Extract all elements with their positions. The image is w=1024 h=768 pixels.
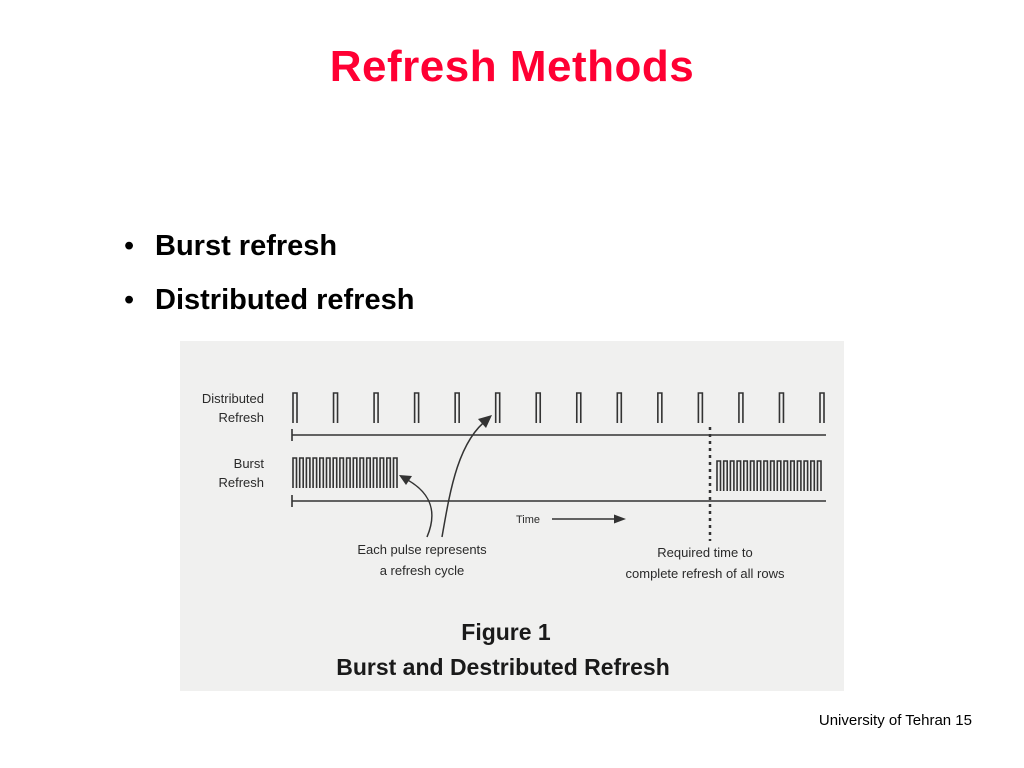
distributed-pulse	[413, 392, 420, 423]
burst-pulse	[386, 457, 392, 488]
time-arrowhead-icon	[614, 514, 626, 524]
burst-pulse	[365, 457, 371, 488]
required-note-line2: complete refresh of all rows	[626, 566, 785, 581]
bullet-item: • Distributed refresh	[124, 280, 414, 334]
figure-number: Figure 1	[461, 619, 551, 645]
distributed-pulse	[575, 392, 582, 423]
burst-pulse	[743, 460, 749, 491]
burst-pulse	[372, 457, 378, 488]
burst-pulse	[325, 457, 331, 488]
bullet-list: • Burst refresh • Distributed refresh	[124, 226, 414, 334]
burst-pulse	[729, 460, 735, 491]
burst-pointer-arrow	[401, 476, 433, 538]
distributed-pulse	[738, 392, 744, 423]
slide-title: Refresh Methods	[329, 42, 695, 91]
burst-pulse	[722, 460, 728, 491]
distributed-pulse	[697, 392, 704, 423]
burst-pulse	[716, 460, 722, 491]
refresh-timing-figure: Distributed Refresh Burst Refresh Time E…	[180, 341, 844, 691]
distributed-pulse-train	[292, 392, 825, 423]
bullet-item: • Burst refresh	[124, 226, 414, 280]
burst-pulse	[359, 457, 365, 488]
burst-label-line2: Refresh	[218, 475, 264, 490]
bullet-text: Distributed refresh	[155, 284, 415, 316]
required-note-line1: Required time to	[657, 545, 752, 560]
pulse-note-line2: a refresh cycle	[380, 563, 465, 578]
distributed-pointer-arrow	[441, 418, 489, 538]
burst-pulse	[312, 457, 318, 488]
distributed-pulse	[494, 392, 501, 423]
pulse-note-line1: Each pulse represents	[357, 542, 487, 557]
burst-pulse	[769, 460, 775, 491]
distributed-pulse	[819, 392, 825, 423]
burst-pulse	[298, 457, 304, 488]
burst-pulse	[736, 460, 742, 491]
burst-pulse	[803, 460, 809, 491]
distributed-pulse	[535, 392, 542, 423]
burst-label-line1: Burst	[234, 456, 265, 471]
distributed-label-line1: Distributed	[202, 391, 264, 406]
burst-pulse	[332, 457, 338, 488]
burst-pulse	[392, 457, 398, 488]
distributed-pulse	[616, 392, 623, 423]
distributed-label-line2: Refresh	[218, 410, 264, 425]
burst-pulse	[379, 457, 385, 488]
bullet-icon: •	[124, 284, 135, 316]
distributed-pointer-arrowhead-icon	[478, 415, 492, 428]
figure-caption: Burst and Destributed Refresh	[336, 654, 670, 680]
burst-pulse	[763, 460, 769, 491]
distributed-pulse	[778, 392, 785, 423]
distributed-pulse	[373, 392, 379, 423]
bullet-icon: •	[124, 230, 135, 262]
burst-pulse	[352, 457, 358, 488]
distributed-pulse	[454, 392, 460, 423]
burst-pointer-arrowhead-icon	[399, 475, 412, 485]
burst-pulse	[810, 460, 816, 491]
slide-footer: University of Tehran 15	[818, 712, 972, 729]
time-label: Time	[516, 514, 540, 526]
burst-pulse	[749, 460, 755, 491]
burst-pulse	[776, 460, 782, 491]
burst-pulse	[339, 457, 345, 488]
burst-pulse	[796, 460, 802, 491]
distributed-pulse	[292, 392, 298, 423]
burst-pulse	[345, 457, 351, 488]
burst-pulse	[783, 460, 789, 491]
bullet-text: Burst refresh	[155, 230, 338, 262]
burst-pulse	[305, 457, 311, 488]
burst-pulse	[789, 460, 795, 491]
burst-pulse	[292, 457, 298, 488]
distributed-pulse	[332, 392, 339, 423]
timing-diagram: Distributed Refresh Burst Refresh Time E…	[202, 391, 826, 680]
burst-pulse	[319, 457, 325, 488]
burst-pulse	[756, 460, 762, 491]
burst-pulse	[816, 460, 822, 491]
burst-pulse-train	[292, 457, 822, 491]
distributed-pulse	[657, 392, 663, 423]
